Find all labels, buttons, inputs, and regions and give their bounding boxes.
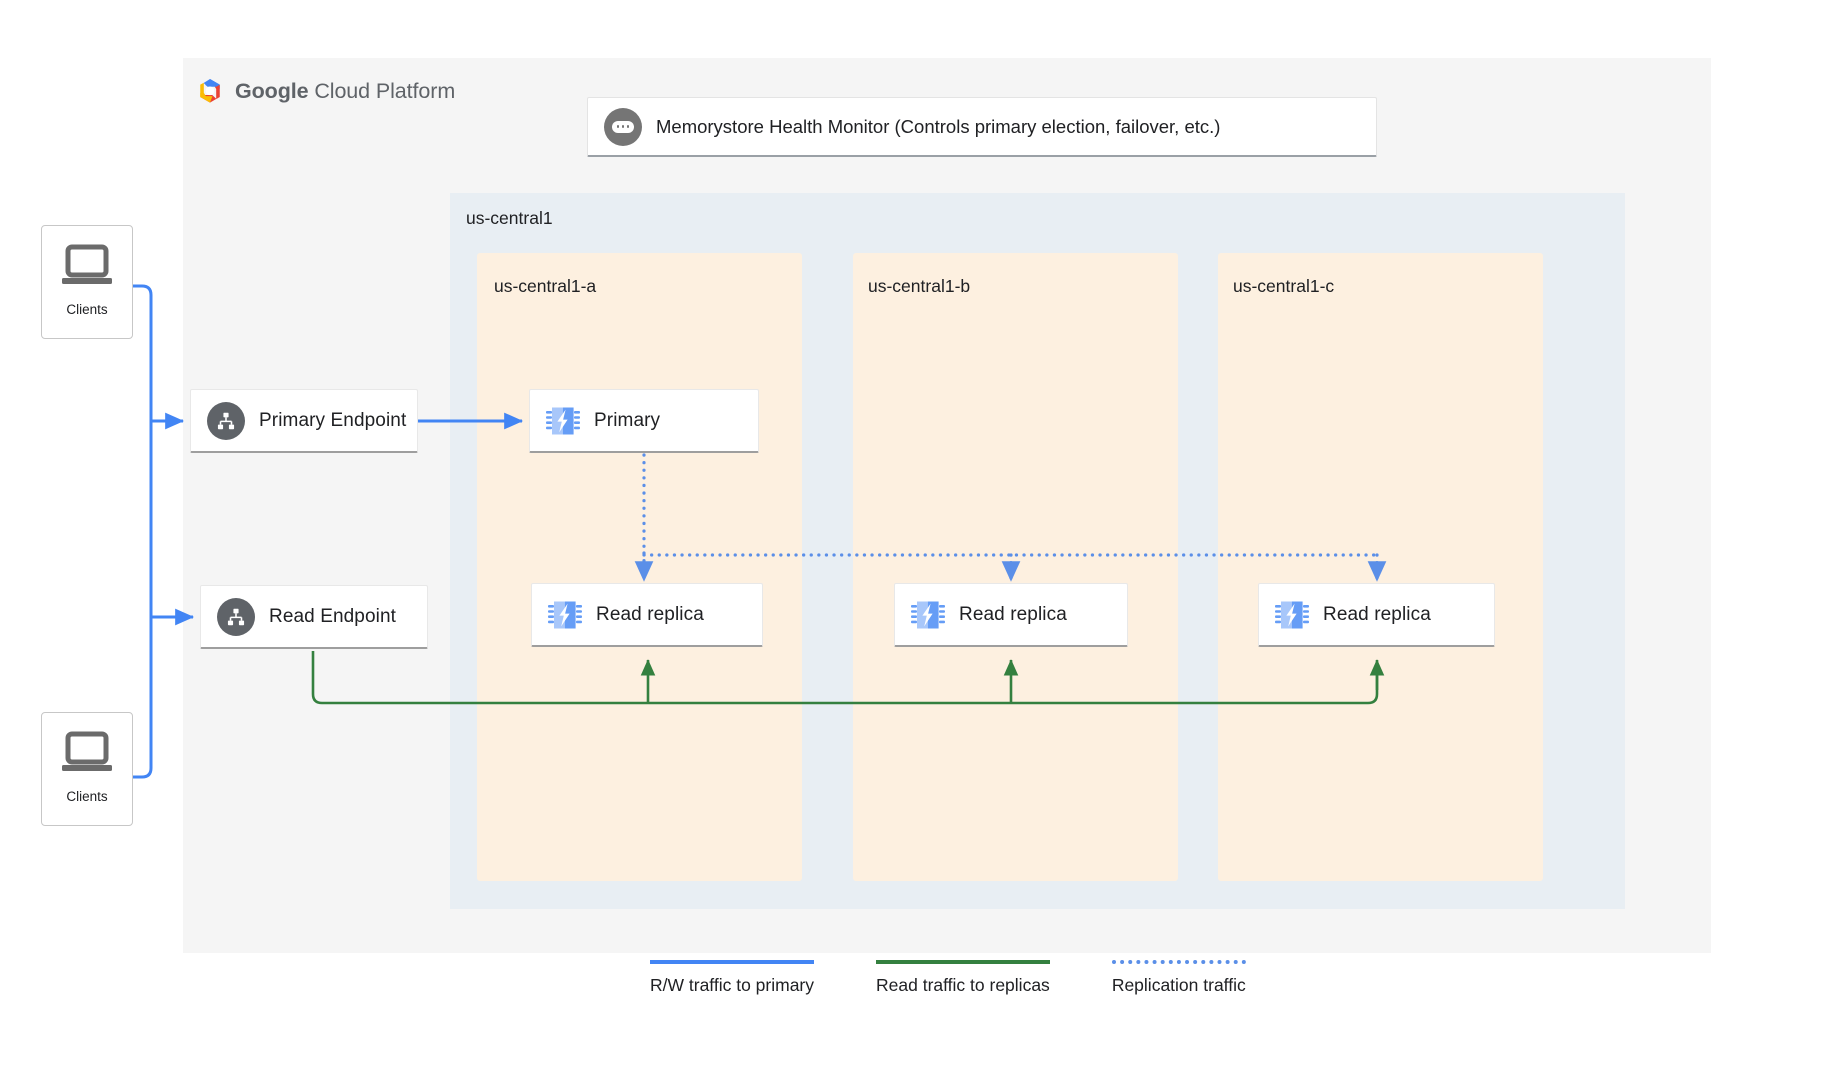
memorystore-chip-icon xyxy=(546,407,580,434)
legend-item-rw-traffic: R/W traffic to primary xyxy=(650,960,815,996)
zone-panel-us-central1-b xyxy=(853,253,1178,881)
memorystore-node-primary[interactable]: Primary xyxy=(529,389,759,453)
memorystore-node-read-replica-c[interactable]: Read replica xyxy=(1258,583,1495,647)
google-cloud-platform-logo: Google Cloud Platform xyxy=(195,76,455,106)
zone-label-us-central1-a: us-central1-a xyxy=(494,276,597,296)
zone-label-us-central1-b: us-central1-b xyxy=(868,276,971,296)
legend-label-read-traffic: Read traffic to replicas xyxy=(876,975,1050,995)
legend-label-replication-traffic: Replication traffic xyxy=(1111,975,1246,995)
memorystore-health-monitor-bar[interactable]: Memorystore Health Monitor (Controls pri… xyxy=(587,97,1377,157)
legend: R/W traffic to primary Read traffic to r… xyxy=(650,960,1246,996)
memorystore-node-read-replica-c-label: Read replica xyxy=(1323,603,1431,625)
sitemap-glyph xyxy=(217,412,235,429)
health-monitor-dots-icon xyxy=(604,107,642,146)
gcp-brand-bold: Google xyxy=(235,78,309,103)
gcp-brand-text: Google Cloud Platform xyxy=(235,79,455,104)
sitemap-icon xyxy=(207,401,245,440)
gcp-hexagon-logo-icon xyxy=(200,79,220,103)
sitemap-glyph xyxy=(227,608,245,625)
legend-label-rw-traffic: R/W traffic to primary xyxy=(650,975,815,995)
laptop-icon xyxy=(62,731,112,771)
clients-label-top: Clients xyxy=(66,302,108,317)
memorystore-node-read-replica-a[interactable]: Read replica xyxy=(531,583,763,647)
clients-box-bottom[interactable]: Clients xyxy=(41,712,133,826)
memorystore-node-read-replica-b[interactable]: Read replica xyxy=(894,583,1128,647)
sitemap-icon xyxy=(217,597,255,636)
client-traffic-bus xyxy=(133,284,153,779)
legend-item-replication-traffic: Replication traffic xyxy=(1111,960,1246,996)
legend-swatch-replication-traffic xyxy=(1111,960,1246,964)
memorystore-chip-icon xyxy=(548,601,582,628)
clients-label-bottom: Clients xyxy=(66,789,108,804)
gcp-brand-light: Cloud Platform xyxy=(314,78,456,103)
region-label: us-central1 xyxy=(466,208,553,228)
zone-panel-us-central1-c xyxy=(1218,253,1543,881)
read-endpoint-card[interactable]: Read Endpoint xyxy=(200,585,428,649)
memorystore-node-primary-label: Primary xyxy=(594,409,661,431)
memorystore-node-read-replica-a-label: Read replica xyxy=(596,603,704,625)
zone-panel-us-central1-a xyxy=(477,253,802,881)
memorystore-chip-icon xyxy=(911,601,945,628)
legend-swatch-rw-traffic xyxy=(650,960,815,964)
laptop-icon xyxy=(62,244,112,284)
health-monitor-label: Memorystore Health Monitor (Controls pri… xyxy=(656,115,1221,137)
primary-endpoint-label: Primary Endpoint xyxy=(259,409,407,431)
zone-label-us-central1-c: us-central1-c xyxy=(1233,276,1335,296)
primary-endpoint-card[interactable]: Primary Endpoint xyxy=(190,389,418,453)
memorystore-node-read-replica-b-label: Read replica xyxy=(959,603,1067,625)
read-endpoint-label: Read Endpoint xyxy=(269,605,397,627)
memorystore-chip-icon xyxy=(1275,601,1309,628)
legend-swatch-read-traffic xyxy=(876,960,1050,964)
legend-item-read-traffic: Read traffic to replicas xyxy=(876,960,1050,996)
clients-box-top[interactable]: Clients xyxy=(41,225,133,339)
